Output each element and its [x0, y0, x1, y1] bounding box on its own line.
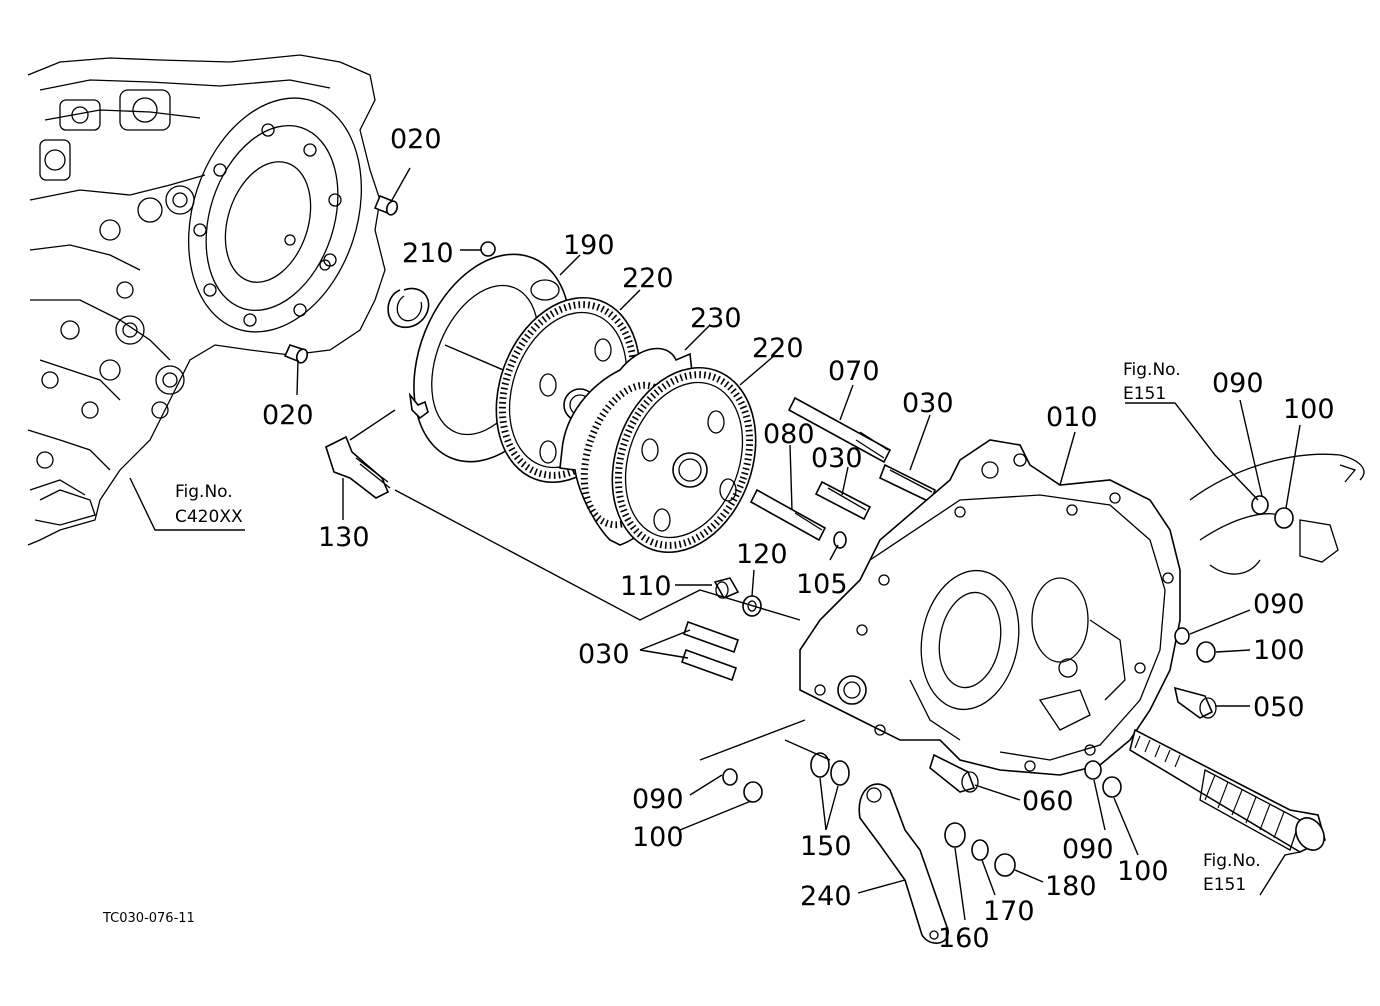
washer-090-right: [1174, 627, 1190, 645]
label-100-bottom-left: 100: [632, 822, 684, 853]
fig-ref-e151-top-code: E151: [1123, 384, 1166, 404]
label-080: 080: [763, 419, 815, 450]
clutch-housing-010: [799, 439, 1181, 776]
label-220-rear: 220: [752, 333, 804, 364]
fig-ref-e151-bottom-code: E151: [1203, 875, 1246, 895]
shoulder-bolt-130: [325, 409, 396, 499]
label-190: 190: [563, 230, 615, 261]
transmission-outline-right: [1189, 453, 1365, 575]
bolt-110: [713, 577, 740, 600]
dowel-pin-upper: [373, 194, 399, 216]
leader-lines: [129, 167, 1301, 921]
release-lever-240: [858, 783, 949, 944]
label-030-lower: 030: [578, 639, 630, 670]
drawing-code: TC030-076-11: [102, 911, 195, 926]
label-100-upper: 100: [1283, 394, 1335, 425]
friction-disc-220-rear: [611, 366, 757, 554]
spring-washer-170: [971, 839, 989, 861]
fig-ref-c420-label: Fig.No.: [175, 482, 233, 502]
stud-bolt-030-lower-b: [680, 648, 738, 682]
label-210: 210: [402, 238, 454, 269]
stud-bolt-030-lower-a: [682, 620, 740, 654]
label-170: 170: [983, 896, 1035, 927]
label-230: 230: [690, 303, 742, 334]
label-020-upper: 020: [390, 124, 442, 155]
stud-bolt-030-mid: [814, 480, 872, 521]
stud-bolt-030-upper: [878, 463, 937, 504]
label-020-lower: 020: [262, 400, 314, 431]
nut-100-upper-right: [1274, 507, 1294, 529]
dowel-pin-lower: [283, 344, 309, 364]
washer-090-upper-right: [1251, 495, 1269, 515]
nut-100-right: [1196, 641, 1216, 663]
nut-100-bottom-left: [743, 781, 763, 803]
steel-ball-210: [480, 241, 496, 257]
fig-ref-c420-code: C420XX: [175, 507, 243, 527]
label-030-mid: 030: [811, 443, 863, 474]
label-130: 130: [318, 522, 370, 553]
o-ring-105: [833, 531, 847, 549]
label-030-upper: 030: [902, 388, 954, 419]
label-240: 240: [800, 881, 852, 912]
label-070: 070: [828, 356, 880, 387]
washer-090-bottom-right: [1084, 760, 1102, 780]
label-120: 120: [736, 539, 788, 570]
fig-ref-e151-bottom-label: Fig.No.: [1203, 851, 1261, 871]
label-010: 010: [1046, 402, 1098, 433]
label-060: 060: [1022, 786, 1074, 817]
label-100-right: 100: [1253, 635, 1305, 666]
stud-bolt-070: [787, 396, 892, 464]
nut-180: [994, 853, 1016, 877]
label-050: 050: [1253, 692, 1305, 723]
label-220-front: 220: [622, 263, 674, 294]
engine-block-drawing: [27, 54, 386, 546]
label-160: 160: [938, 923, 990, 954]
label-090-right: 090: [1253, 589, 1305, 620]
bolt-060: [929, 753, 979, 793]
label-090-bottom-right: 090: [1062, 834, 1114, 865]
label-090-bottom-left: 090: [632, 784, 684, 815]
label-090-upper: 090: [1212, 368, 1264, 399]
label-180: 180: [1045, 871, 1097, 902]
stud-bolt-080: [749, 488, 827, 542]
nut-100-bottom-right: [1102, 776, 1122, 798]
o-rings-150: [810, 752, 850, 786]
label-150: 150: [800, 831, 852, 862]
washer-160: [944, 822, 966, 848]
label-110: 110: [620, 571, 672, 602]
washer-090-bottom-left: [722, 768, 738, 786]
fig-ref-e151-top-label: Fig.No.: [1123, 360, 1181, 380]
bolt-050: [1173, 686, 1217, 719]
snap-ring: [387, 287, 430, 329]
splined-shaft: [1129, 728, 1326, 853]
label-105: 105: [796, 569, 848, 600]
label-100-bottom-right: 100: [1117, 856, 1169, 887]
